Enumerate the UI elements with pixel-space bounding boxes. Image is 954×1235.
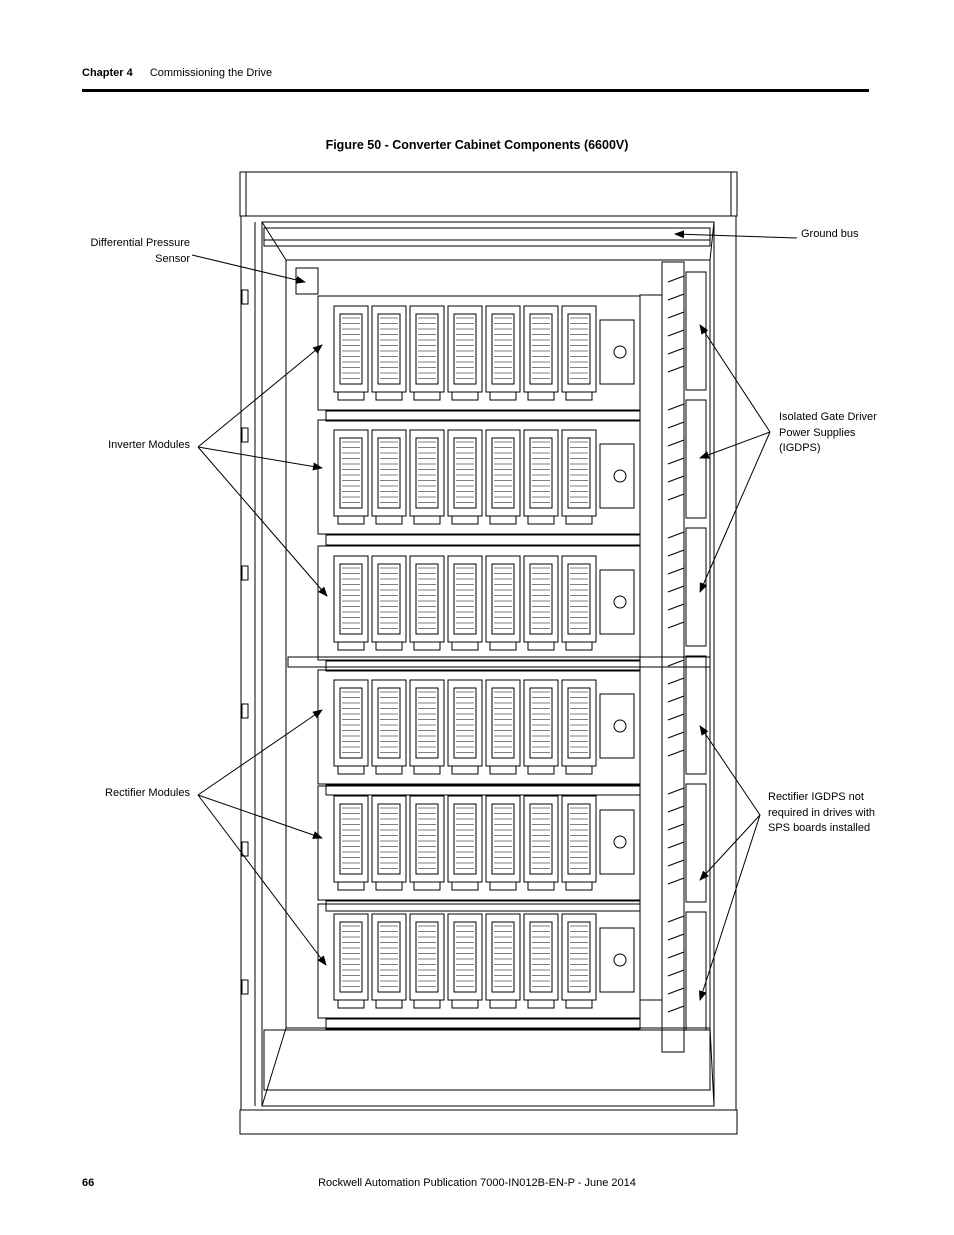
power-module <box>447 429 483 525</box>
power-module <box>333 429 369 525</box>
leader-inverter-3 <box>197 446 328 597</box>
power-module <box>371 305 407 401</box>
power-module <box>333 555 369 651</box>
power-module <box>485 913 521 1009</box>
power-module <box>447 795 483 891</box>
chapter-label: Chapter 4 <box>82 67 133 79</box>
leader-rectifier-3 <box>197 794 327 966</box>
label-line: SPS boards installed <box>768 822 871 834</box>
power-module <box>523 305 559 401</box>
label-inverter-modules: Inverter Modules <box>108 439 190 451</box>
power-module <box>333 913 369 1009</box>
label-line: Differential Pressure <box>90 237 190 249</box>
power-module <box>409 679 445 775</box>
module-row <box>317 669 641 796</box>
label-rectifier-igdps: Rectifier IGDPS not required in drives w… <box>768 790 875 837</box>
module-row <box>317 545 641 672</box>
leader-pressure-sensor <box>191 254 306 284</box>
module-rows <box>317 295 641 1030</box>
power-module <box>561 429 597 525</box>
power-module <box>523 429 559 525</box>
label-line: Rectifier IGDPS not <box>768 791 864 803</box>
module-row <box>317 419 641 546</box>
power-module <box>409 429 445 525</box>
leader-rectifier-igdps-2 <box>699 814 761 881</box>
power-module <box>561 913 597 1009</box>
label-igdps: Isolated Gate Driver Power Supplies (IGD… <box>779 410 877 457</box>
label-ground-bus: Ground bus <box>801 228 859 240</box>
power-module <box>409 795 445 891</box>
igdps-boards <box>667 271 707 1031</box>
igdps-board <box>667 527 707 647</box>
power-module <box>561 305 597 401</box>
leader-igdps-3 <box>699 431 771 593</box>
igdps-board <box>667 911 707 1031</box>
power-module <box>485 679 521 775</box>
igdps-board <box>667 271 707 391</box>
power-module <box>371 795 407 891</box>
leader-lines <box>191 230 798 1001</box>
label-line: (IGDPS) <box>779 442 821 454</box>
label-line: Sensor <box>155 252 190 265</box>
header-rule <box>82 89 869 92</box>
page-header: Chapter 4 Commissioning the Drive <box>82 67 272 79</box>
power-module <box>371 913 407 1009</box>
power-module <box>485 305 521 401</box>
power-module <box>523 913 559 1009</box>
leader-inverter-1 <box>197 344 323 448</box>
module-row <box>317 785 641 912</box>
chapter-title: Commissioning the Drive <box>149 67 273 79</box>
power-module <box>523 555 559 651</box>
power-module <box>371 679 407 775</box>
leader-rectifier-igdps-3 <box>698 814 761 1001</box>
publication-footer: Rockwell Automation Publication 7000-IN0… <box>318 1177 636 1189</box>
power-module <box>371 555 407 651</box>
power-module <box>333 305 369 401</box>
module-row <box>317 295 641 422</box>
leader-rectifier-igdps-1 <box>699 725 761 816</box>
power-module <box>447 305 483 401</box>
power-module <box>523 679 559 775</box>
power-module <box>561 555 597 651</box>
leader-rectifier-1 <box>197 709 323 796</box>
igdps-board <box>667 399 707 519</box>
power-module <box>447 555 483 651</box>
igdps-board <box>667 783 707 903</box>
leader-ground-bus <box>674 230 798 239</box>
power-module <box>485 429 521 525</box>
power-module <box>409 305 445 401</box>
power-module <box>447 913 483 1009</box>
leader-rectifier-2 <box>197 794 323 839</box>
power-module <box>561 679 597 775</box>
power-module <box>485 555 521 651</box>
label-line: Isolated Gate Driver <box>779 411 877 423</box>
power-module <box>485 795 521 891</box>
power-module <box>523 795 559 891</box>
power-module <box>333 679 369 775</box>
page-number: 66 <box>82 1177 95 1189</box>
label-line: required in drives with <box>768 806 875 819</box>
module-row <box>317 903 641 1030</box>
leader-igdps-2 <box>699 431 771 459</box>
leader-inverter-2 <box>197 446 323 471</box>
power-module <box>561 795 597 891</box>
label-rectifier-modules: Rectifier Modules <box>105 787 190 799</box>
label-line: Power Supplies <box>779 426 856 439</box>
power-module <box>371 429 407 525</box>
power-module <box>409 913 445 1009</box>
cabinet-frame <box>239 171 738 1135</box>
leader-igdps-1 <box>699 324 771 433</box>
power-module <box>447 679 483 775</box>
label-differential-pressure-sensor: Differential Pressure Sensor <box>84 236 190 267</box>
figure-title: Figure 50 - Converter Cabinet Components… <box>325 138 629 152</box>
igdps-board <box>667 655 707 775</box>
power-module <box>409 555 445 651</box>
power-module <box>333 795 369 891</box>
